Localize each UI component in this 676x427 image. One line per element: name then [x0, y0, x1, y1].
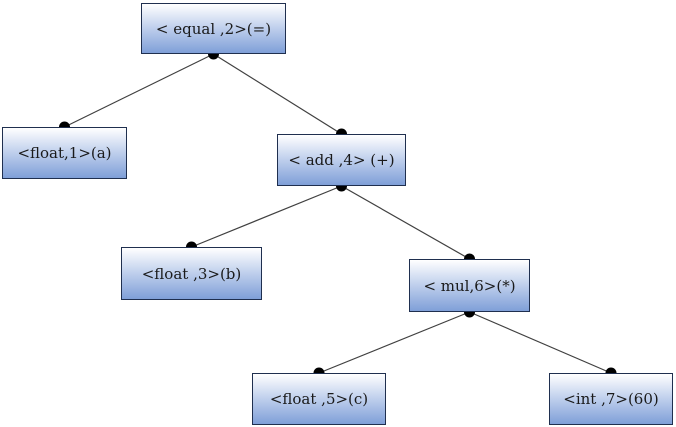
edge-equal-a [64, 53, 214, 128]
node-mul: < mul,6>(*) [409, 259, 530, 312]
node-add: < add ,4> (+) [277, 134, 406, 186]
edge-mul-c [318, 311, 470, 374]
edge-equal-add [213, 53, 342, 135]
node-float-b: <float ,3>(b) [121, 247, 262, 300]
edges-group [64, 53, 612, 374]
connector-dots-group [59, 48, 617, 379]
node-float-c: <float ,5>(c) [252, 373, 386, 425]
node-equal: < equal ,2>(=) [141, 3, 286, 54]
node-int-60: <int ,7>(60) [549, 373, 673, 425]
edge-mul-int [469, 311, 612, 374]
edge-add-b [191, 185, 342, 248]
node-float-a: <float,1>(a) [2, 127, 127, 179]
edge-add-mul [341, 185, 470, 260]
